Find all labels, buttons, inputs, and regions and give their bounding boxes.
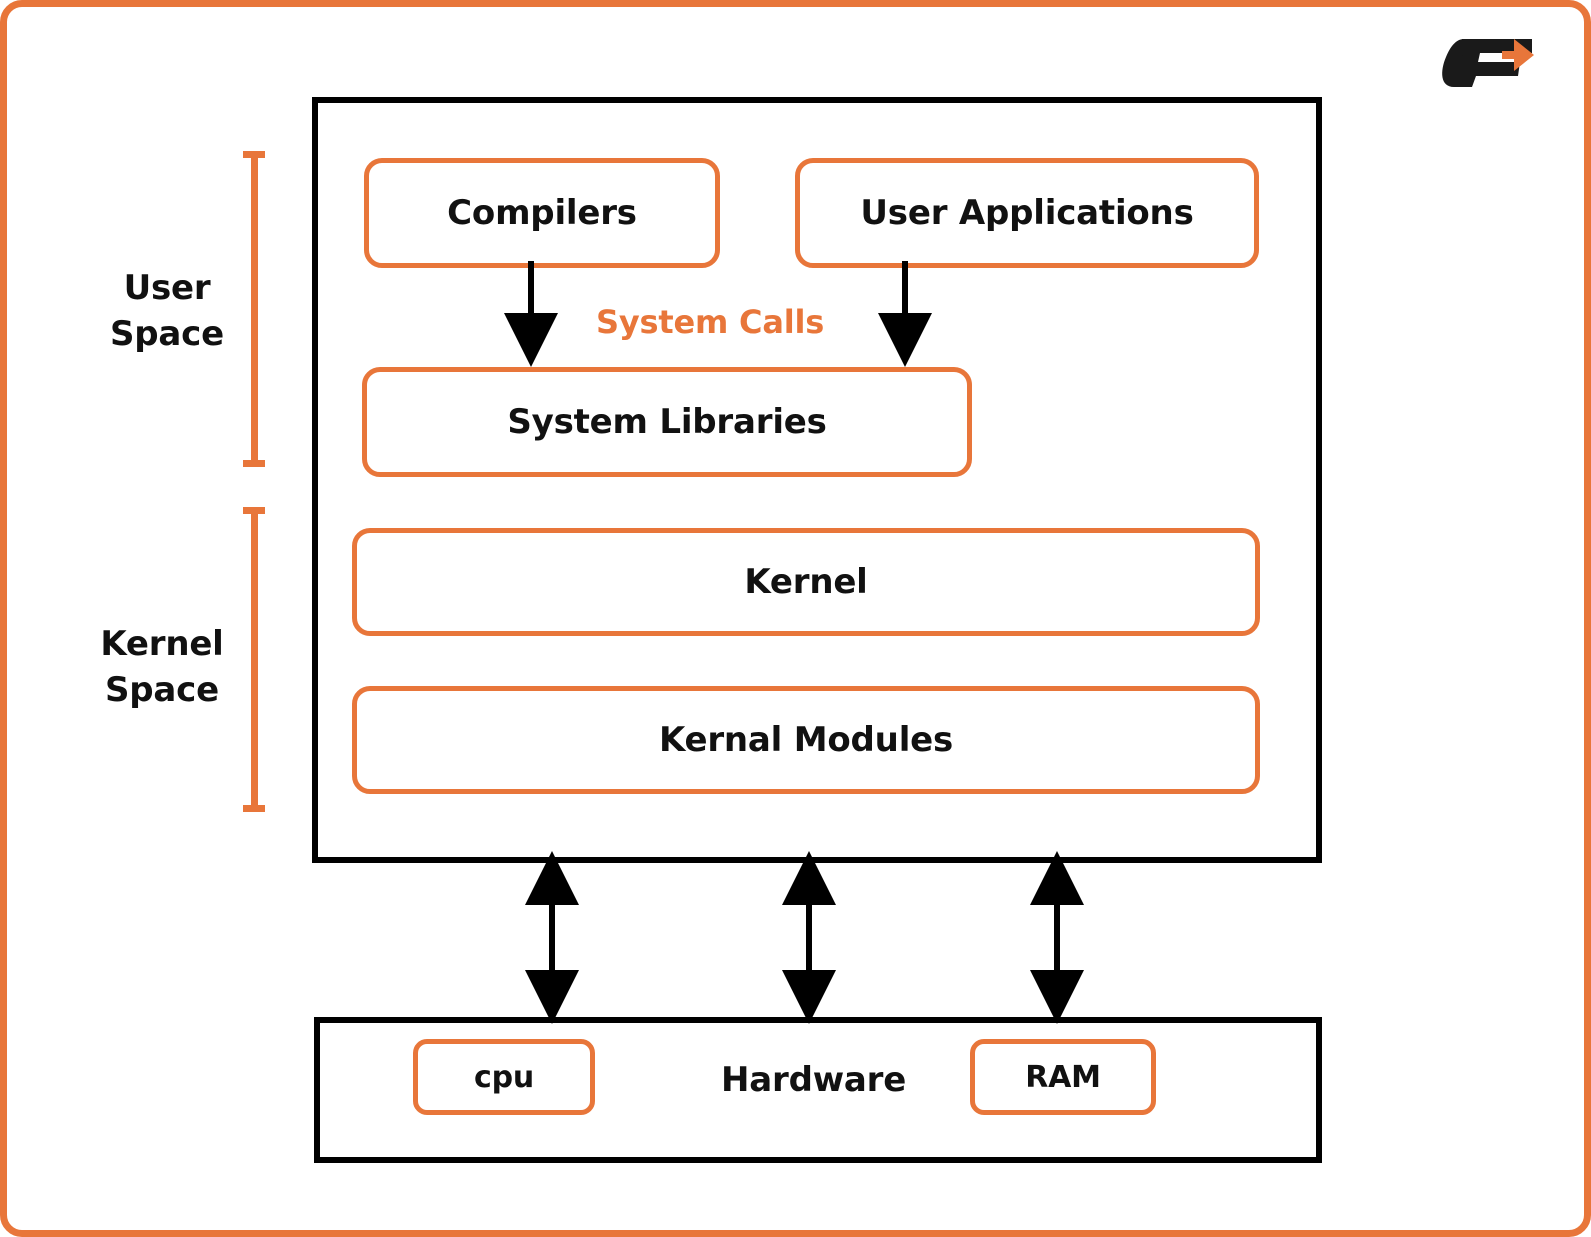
kernel-modules-label: Kernal Modules xyxy=(658,720,954,760)
system-libraries-box[interactable]: System Libraries xyxy=(362,367,972,477)
user-applications-box[interactable]: User Applications xyxy=(795,158,1259,268)
kernel-label: Kernel xyxy=(744,562,868,602)
bracket-cap-bottom xyxy=(243,460,265,467)
system-libraries-label: System Libraries xyxy=(507,402,827,442)
kernel-space-label: Kernel Space xyxy=(87,621,237,713)
compilers-box[interactable]: Compilers xyxy=(364,158,720,268)
kernel-space-bracket xyxy=(243,507,265,812)
bracket-stem xyxy=(251,151,258,467)
bracket-cap-bottom xyxy=(243,805,265,812)
brand-logo xyxy=(1432,31,1542,91)
user-space-label: User Space xyxy=(97,265,237,357)
user-space-label-line1: User xyxy=(123,268,211,308)
bracket-stem xyxy=(251,507,258,812)
kernel-modules-box[interactable]: Kernal Modules xyxy=(352,686,1260,794)
ram-box[interactable]: RAM xyxy=(970,1039,1156,1115)
system-calls-label: System Calls xyxy=(596,303,825,341)
ram-label: RAM xyxy=(1025,1059,1101,1095)
kernel-space-label-line1: Kernel xyxy=(100,624,224,664)
hardware-label: Hardware xyxy=(721,1060,907,1100)
cpu-label: cpu xyxy=(473,1059,534,1095)
kernel-space-label-line2: Space xyxy=(105,670,219,711)
compilers-label: Compilers xyxy=(447,193,637,233)
user-space-label-line2: Space xyxy=(110,314,224,355)
kernel-box[interactable]: Kernel xyxy=(352,528,1260,636)
user-applications-label: User Applications xyxy=(860,193,1194,233)
cpu-box[interactable]: cpu xyxy=(413,1039,595,1115)
user-space-bracket xyxy=(243,151,265,467)
